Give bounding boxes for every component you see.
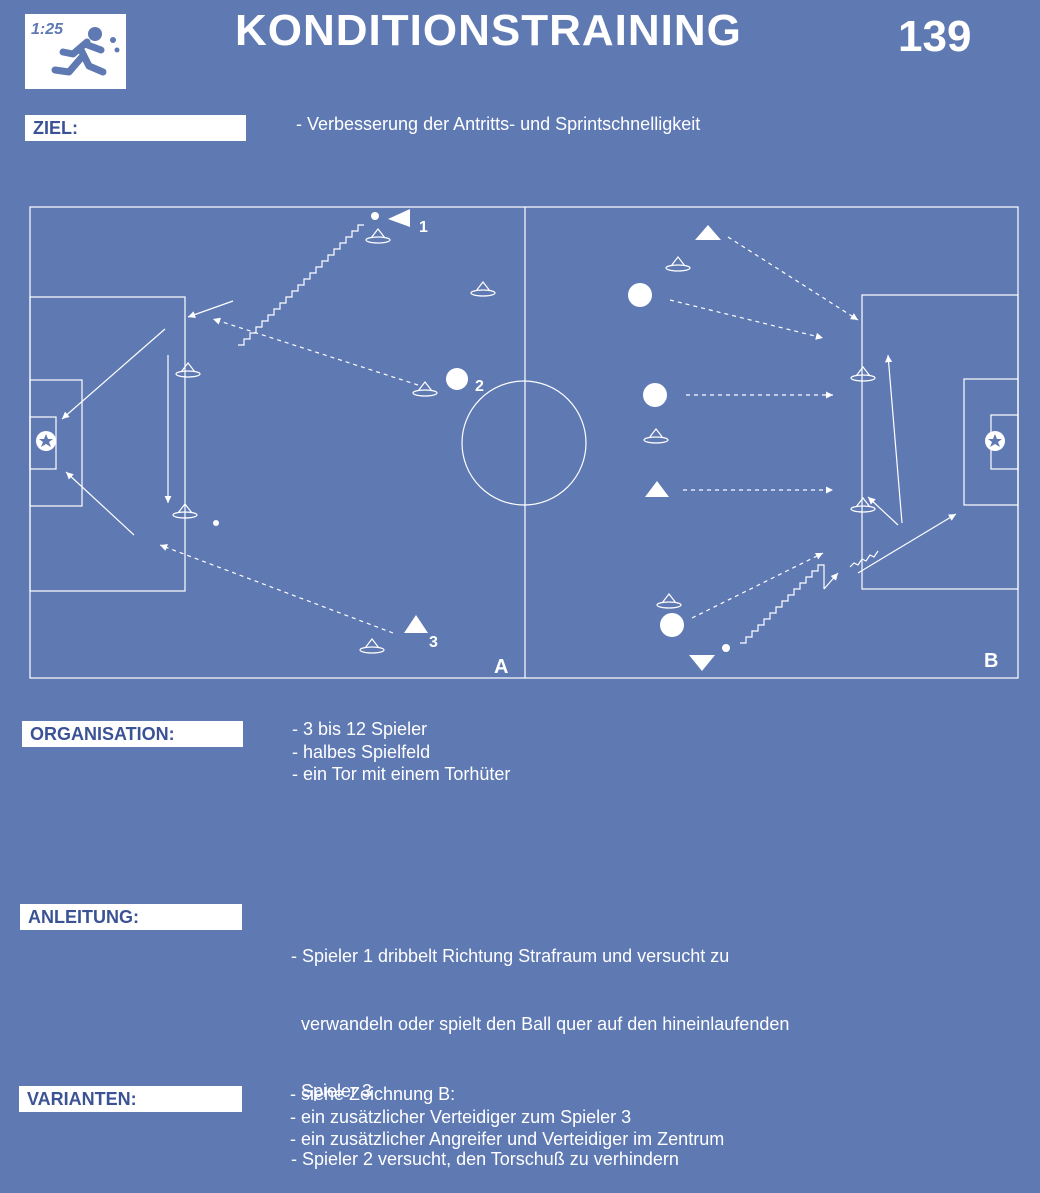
players-b <box>628 225 730 671</box>
players-a <box>213 209 468 633</box>
anleitung-line: verwandeln oder spielt den Ball quer auf… <box>291 1013 790 1034</box>
shot-arrow <box>61 328 166 420</box>
defender-icon-2 <box>643 383 667 407</box>
attacker-3-icon <box>404 615 428 633</box>
varianten-line: - ein zusätzlicher Angreifer und Verteid… <box>290 1129 725 1149</box>
organisation-line: - ein Tor mit einem Torhüter <box>292 764 511 784</box>
panel-b-label: B <box>984 650 998 672</box>
organisation-text: - 3 bis 12 Spieler - halbes Spielfeld - … <box>292 718 510 786</box>
varianten-text: - siehe Zeichnung B: - ein zusätzlicher … <box>290 1083 724 1151</box>
goalkeeper-right-icon <box>985 431 1005 451</box>
cones-b <box>643 256 876 609</box>
field-diagram-svg: 1 2 3 <box>29 206 1019 679</box>
player-number-2: 2 <box>475 378 484 395</box>
anleitung-text: - Spieler 1 dribbelt Richtung Strafraum … <box>291 900 789 1193</box>
logo: 1:25 <box>25 14 126 89</box>
varianten-label: VARIANTEN: <box>19 1086 242 1112</box>
defender-icon <box>628 283 652 307</box>
page-title: KONDITIONSTRAINING <box>235 6 742 55</box>
defender-2-icon <box>446 368 468 390</box>
cones-a <box>172 228 496 654</box>
organisation-label: ORGANISATION: <box>22 721 243 747</box>
runner-icon: 1:25 <box>31 21 120 76</box>
ball-icon-3 <box>722 644 730 652</box>
organisation-line: - 3 bis 12 Spieler <box>292 719 428 739</box>
training-diagram: 1 2 3 <box>28 205 1020 680</box>
varianten-line: - ein zusätzlicher Verteidiger zum Spiel… <box>290 1106 632 1127</box>
dribble-arrow <box>187 300 234 318</box>
anleitung-line: Spieler 3 <box>291 1081 373 1101</box>
anleitung-line: - Spieler 2 versucht, den Torschuß zu ve… <box>291 1148 679 1169</box>
run-arrow-3 <box>159 544 394 634</box>
varianten-line: - siehe Zeichnung B: <box>290 1084 456 1104</box>
panel-a-label: A <box>494 656 508 678</box>
attacker-icon-2 <box>645 481 669 497</box>
player-number-1: 1 <box>419 219 428 236</box>
player-number-3: 3 <box>429 634 438 651</box>
organisation-line: - halbes Spielfeld <box>292 741 431 762</box>
anleitung-label: ANLEITUNG: <box>20 904 242 930</box>
anleitung-line: - Spieler 1 dribbelt Richtung Strafraum … <box>291 946 730 966</box>
ball-icon <box>371 212 379 220</box>
ziel-text: - Verbesserung der Antritts- und Sprints… <box>296 114 701 134</box>
dribble-path <box>238 224 364 346</box>
left-goal <box>29 416 57 470</box>
attacker-icon <box>695 225 721 240</box>
center-circle <box>461 380 587 506</box>
run-arrow-2 <box>212 317 419 386</box>
goalkeeper-left-icon <box>36 431 56 451</box>
ball-icon-2 <box>213 520 219 526</box>
field-outline <box>29 206 1019 679</box>
logo-text: 1:25 <box>31 21 64 38</box>
attacker-1-icon <box>388 209 410 227</box>
attacker-icon-3 <box>689 655 715 671</box>
shot-arrow-2 <box>65 471 135 536</box>
defender-icon-3 <box>660 613 684 637</box>
page-number: 139 <box>898 12 972 61</box>
ziel-label: ZIEL: <box>25 115 246 141</box>
